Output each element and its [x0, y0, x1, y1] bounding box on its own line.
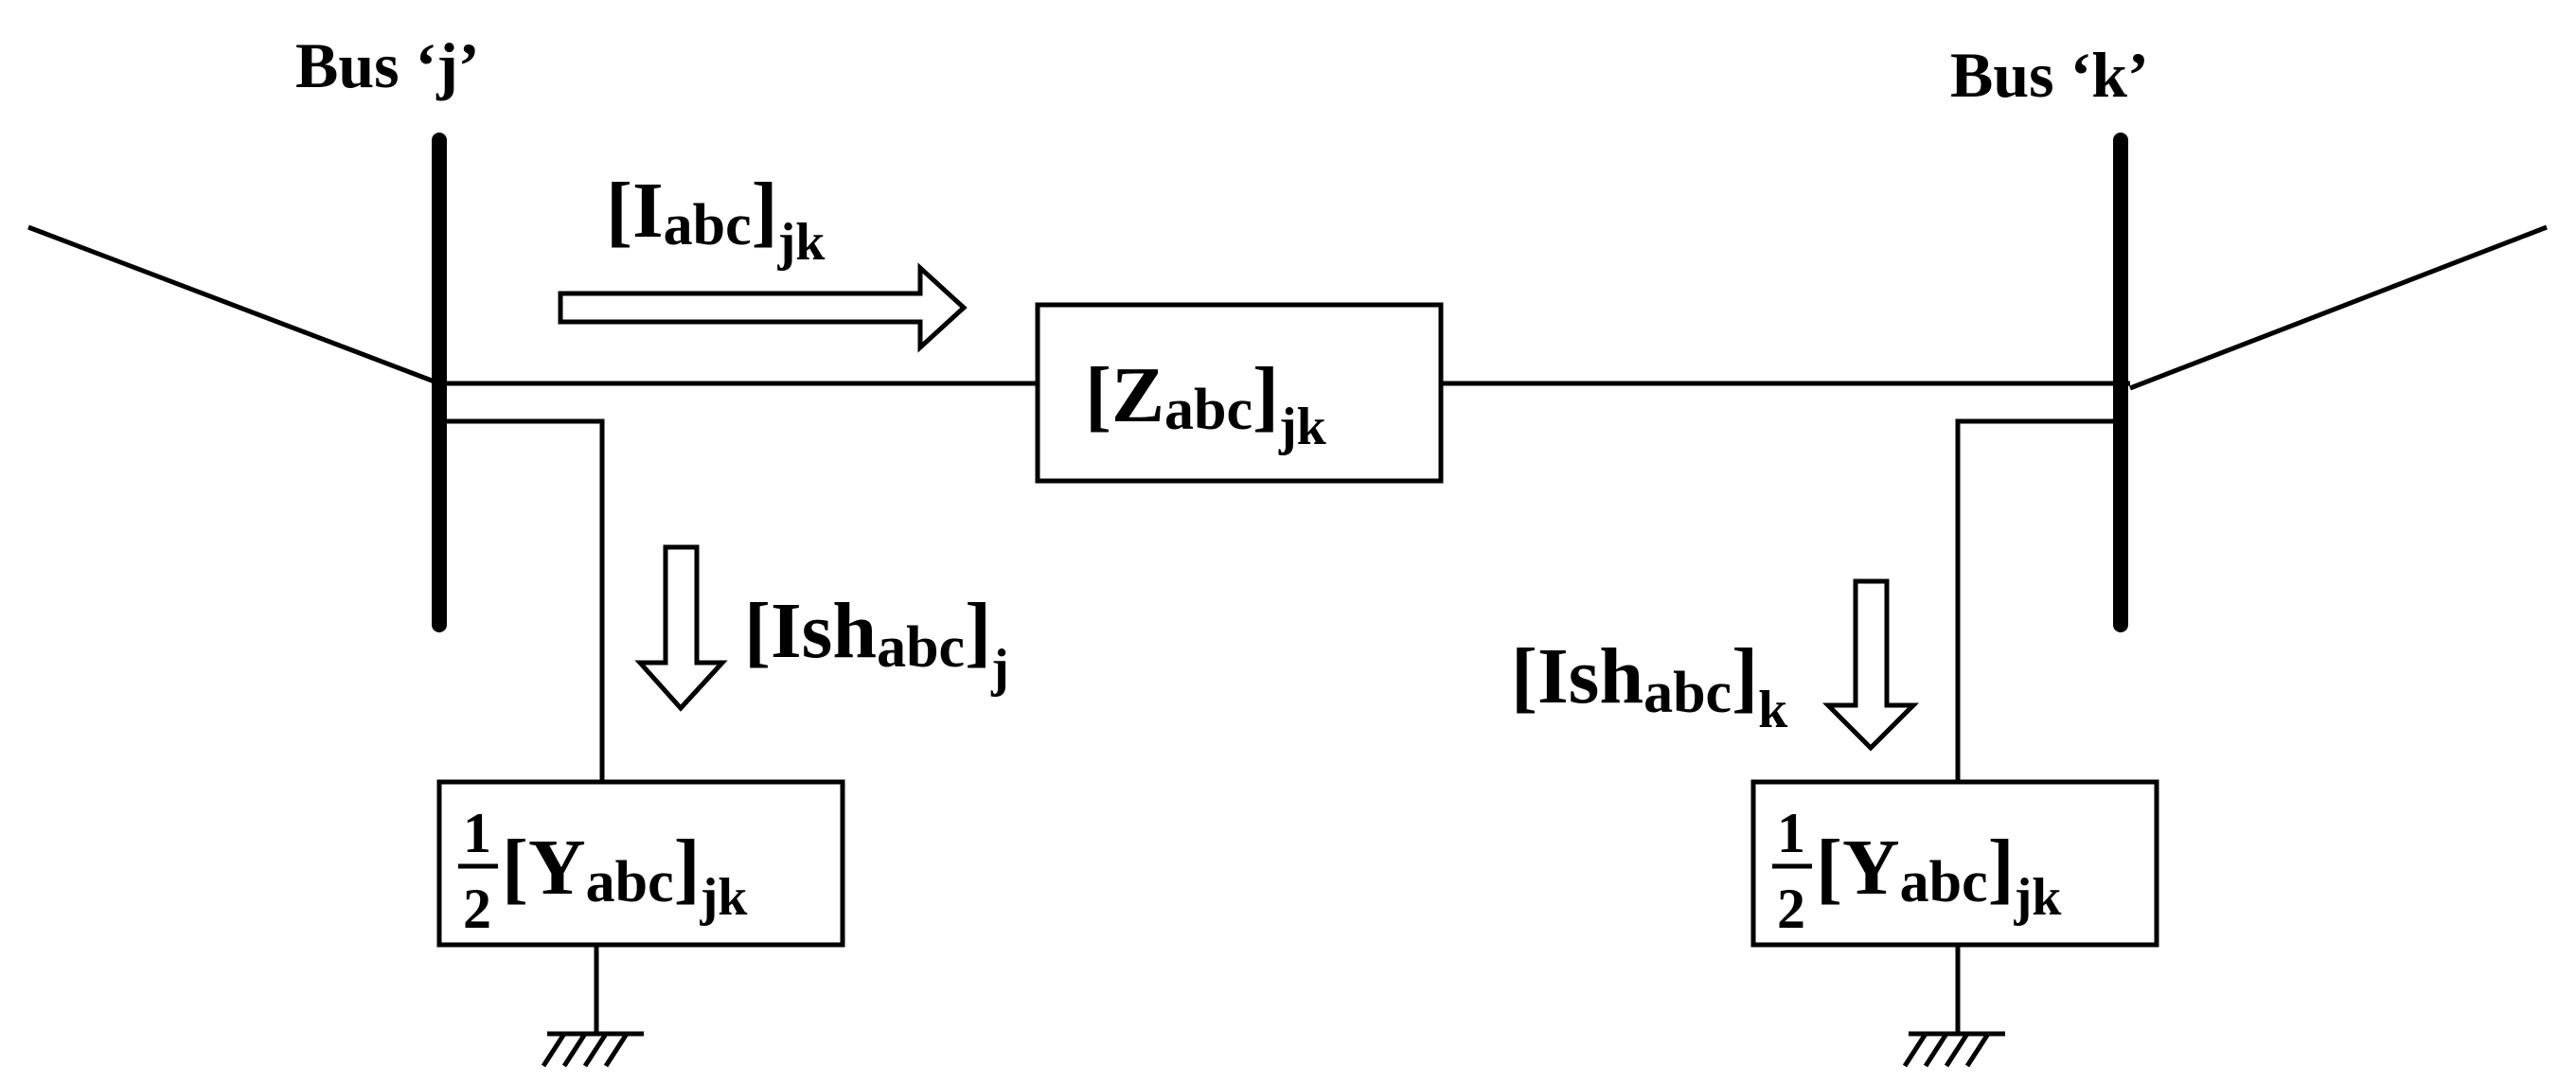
series-impedance-box: [1035, 302, 1444, 484]
series-current-label: [Iabc]jk: [606, 167, 826, 272]
left-half-numerator: 1: [463, 802, 491, 864]
left-ground-icon: [541, 945, 644, 1068]
right-shunt-admittance-label: 1 2 [Yabc]jk: [1772, 802, 2062, 940]
right-shunt-admittance-box: [1750, 779, 2159, 948]
right-shunt-current-arrow: [1821, 578, 1920, 752]
right-shunt-wire: [1955, 418, 2121, 782]
left-shunt-current-label: [Ishabc]j: [744, 587, 1009, 698]
bus-j-label: Bus ‘j’: [295, 29, 480, 101]
left-shunt-current-arrow: [634, 544, 728, 712]
right-feeder-line: [2129, 224, 2548, 391]
left-shunt-admittance-box: [436, 779, 845, 948]
series-current-arrow: [558, 262, 968, 353]
bus-k-label: Bus ‘k’: [1950, 39, 2149, 111]
right-half-denominator: 2: [1777, 878, 1805, 940]
right-shunt-current-label: [Ishabc]k: [1511, 632, 1788, 739]
left-half-denominator: 2: [463, 878, 491, 940]
left-shunt-wire: [439, 418, 605, 782]
left-admittance-matrix: [Yabc]jk: [502, 824, 748, 927]
series-impedance-label: [Zabc]jk: [1085, 351, 1327, 456]
right-admittance-matrix: [Yabc]jk: [1816, 824, 2062, 927]
left-feeder-line: [27, 224, 440, 386]
right-ground-icon: [1902, 945, 2005, 1068]
left-shunt-admittance-label: 1 2 [Yabc]jk: [458, 802, 748, 940]
right-half-numerator: 1: [1777, 802, 1805, 864]
